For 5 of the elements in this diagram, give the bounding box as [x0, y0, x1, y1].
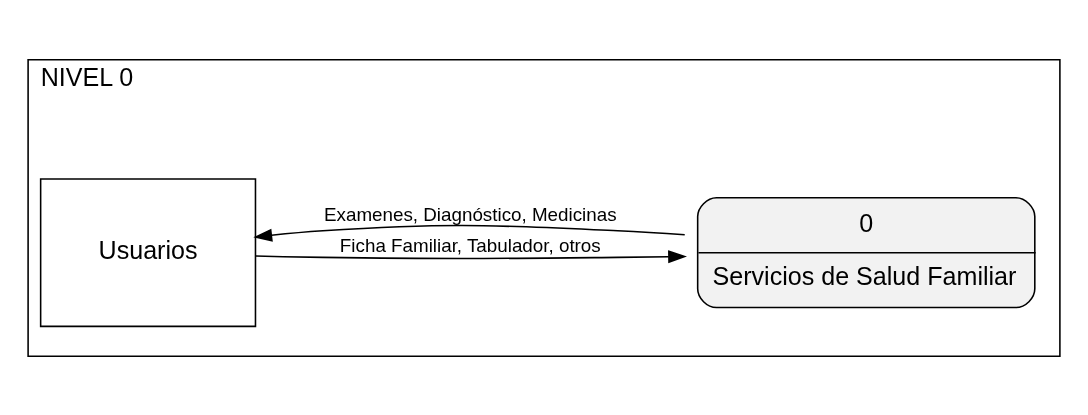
edge-label: Examenes, Diagnóstico, Medicinas: [324, 203, 617, 225]
edge-label: Ficha Familiar, Tabulador, otros: [339, 234, 601, 256]
arrow: [253, 224, 686, 242]
node-box: Usuarios: [39, 177, 257, 327]
arrow: [255, 249, 687, 263]
